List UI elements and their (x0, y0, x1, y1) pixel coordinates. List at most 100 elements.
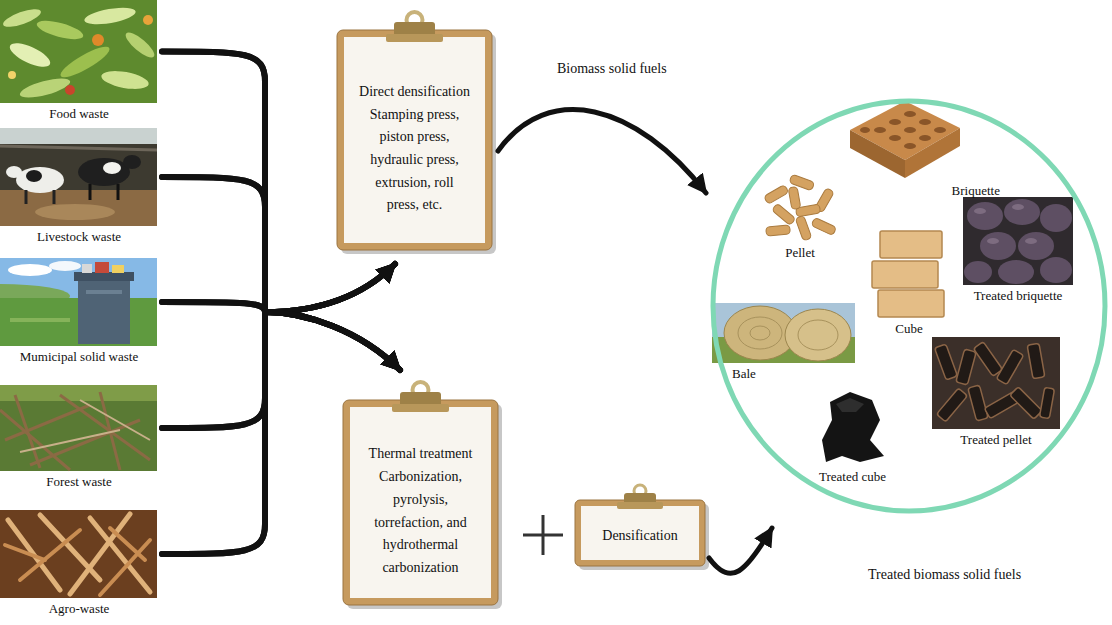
pellet-photo (764, 174, 837, 241)
plus-sign (523, 515, 563, 555)
clipboard-box: Densification (575, 500, 705, 566)
null (70, 514, 130, 594)
agro-waste-photo (0, 510, 157, 598)
municipal-waste-photo (78, 278, 130, 344)
municipal-waste-photo (0, 258, 157, 346)
null (20, 400, 150, 452)
forest-waste-photo (0, 385, 157, 471)
food-waste-photo (122, 29, 157, 61)
food-waste-photo (143, 15, 153, 25)
food-waste-photo (18, 75, 72, 102)
treated-cube-photo (822, 392, 884, 462)
picture-box: Mumicipal solid waste (0, 258, 158, 365)
livestock-waste-photo (117, 184, 120, 200)
picture-box: Forest waste (0, 385, 158, 490)
item-caption: Treated pellet (932, 429, 1060, 448)
null (860, 111, 946, 149)
flow-arrow (498, 110, 706, 193)
food-waste-photo (35, 17, 85, 43)
food-waste-photo (0, 0, 157, 103)
item-caption: Treated cube (805, 466, 900, 485)
picture-box: Briquette (850, 100, 1000, 199)
pellet-photo (788, 186, 801, 209)
null (919, 135, 931, 141)
clipboard (386, 34, 443, 42)
item-caption: Cube (868, 318, 950, 337)
food-waste-photo (7, 38, 54, 71)
briquette-photo (905, 128, 960, 178)
null (987, 238, 999, 244)
livestock-waste-photo (16, 167, 64, 193)
food-waste-photo (8, 71, 16, 79)
municipal-waste-photo (86, 290, 122, 294)
clipboard (341, 34, 496, 254)
cube-photo (878, 290, 944, 317)
livestock-waste-photo (0, 128, 157, 226)
item-caption: Livestock waste (0, 226, 158, 245)
null (40, 515, 100, 580)
pellet-photo (795, 215, 812, 241)
null (5, 405, 90, 440)
food-waste-photo (83, 5, 137, 28)
item-caption: Briquette (850, 180, 1000, 199)
food-waste-photo (1, 6, 43, 31)
forest-waste-photo (0, 385, 157, 401)
null (904, 111, 916, 117)
null (1012, 204, 1024, 210)
arrow-label: Treated biomass solid fuels (866, 566, 1023, 583)
clipboard (617, 502, 663, 509)
treated-cube-photo (836, 398, 864, 412)
item-caption: Pellet (760, 242, 840, 261)
null (934, 127, 946, 133)
item-caption: Forest waste (0, 471, 158, 490)
null (80, 400, 150, 440)
pellet-photo (811, 217, 837, 235)
picture-box: Treated cube (805, 388, 900, 485)
clipboard (575, 500, 705, 566)
picture-box: Livestock waste (0, 128, 158, 245)
item-caption: Bale (732, 363, 855, 382)
treated-pellet-photo (932, 337, 1060, 429)
bale-photo (750, 326, 770, 340)
circle-outline (710, 98, 1108, 514)
null (968, 385, 988, 421)
null (967, 202, 1003, 230)
item-caption: Food waste (0, 103, 158, 122)
clipboard (575, 485, 709, 570)
null (1040, 257, 1072, 283)
null (60, 395, 150, 460)
null (936, 388, 967, 422)
clipboard (392, 404, 449, 412)
item-caption: Mumicipal solid waste (0, 346, 158, 365)
food-waste-photo (100, 68, 150, 92)
step-heading: Densification (581, 525, 699, 548)
livestock-waste-photo (26, 170, 42, 182)
null (5, 545, 45, 560)
clipboard (344, 37, 485, 243)
flow-arrow (709, 528, 772, 573)
picture-box: Bale (712, 303, 855, 382)
livestock-waste-photo (123, 155, 141, 169)
null (998, 260, 1034, 284)
null (1040, 204, 1072, 232)
picture-box: Agro-waste (0, 510, 158, 617)
null (110, 528, 145, 560)
clipboard-box: Direct densificationStamping press, pist… (337, 30, 492, 250)
treated-briquette-photo (963, 197, 1073, 285)
livestock-waste-photo (0, 190, 157, 226)
treated-cube-photo (822, 392, 884, 462)
livestock-waste-photo (78, 158, 130, 186)
clipboard (581, 506, 699, 560)
null (889, 119, 901, 125)
livestock-waste-photo (0, 128, 157, 144)
null (904, 127, 916, 133)
null (956, 349, 976, 385)
municipal-waste-photo (95, 262, 109, 273)
brace-arrow (162, 312, 400, 428)
null (980, 232, 1016, 260)
picture-box: Treated briquette (963, 197, 1073, 304)
null (1027, 343, 1045, 379)
step-heading: Thermal treatment (363, 443, 478, 466)
null (0, 392, 150, 470)
null (889, 135, 901, 141)
